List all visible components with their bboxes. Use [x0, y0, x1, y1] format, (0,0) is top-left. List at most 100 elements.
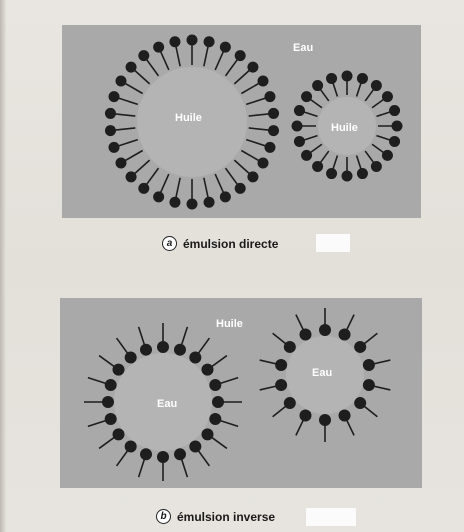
caption-text-b: émulsion inverse	[177, 510, 275, 524]
surfactant-head	[125, 440, 137, 452]
surfactant-head	[187, 35, 198, 46]
surfactant-head	[105, 108, 116, 119]
surfactant-head	[326, 73, 337, 84]
surfactant-head	[247, 171, 258, 182]
surfactant-head	[201, 428, 213, 440]
surfactant-head	[153, 42, 164, 53]
surfactant-head	[268, 108, 279, 119]
surfactant-head	[284, 341, 296, 353]
surfactant-head	[113, 364, 125, 376]
panel-inverse-emulsion: Huile Eau Eau	[60, 298, 422, 488]
surfactant-head	[138, 183, 149, 194]
surfactant-head	[169, 197, 180, 208]
surfactant-head	[292, 121, 303, 132]
figure-letter-badge-b: b	[156, 509, 171, 524]
surfactant-head	[105, 379, 117, 391]
surfactant-head	[294, 105, 305, 116]
surfactant-head	[363, 379, 375, 391]
surfactant-head	[247, 62, 258, 73]
surfactant-head	[174, 344, 186, 356]
surfactant-head	[342, 171, 353, 182]
surfactant-head	[109, 142, 120, 153]
surfactant-head	[125, 352, 137, 364]
surfactant-head	[212, 396, 224, 408]
surfactant-head	[140, 344, 152, 356]
surfactant-head	[294, 136, 305, 147]
surfactant-head	[319, 414, 331, 426]
surfactant-head	[115, 76, 126, 87]
surfactant-head	[187, 199, 198, 210]
surfactant-head	[301, 150, 312, 161]
surfactant-head	[284, 397, 296, 409]
surfactant-head	[153, 191, 164, 202]
caption-inverse-emulsion: b émulsion inverse	[156, 509, 275, 524]
whiteout-patch-b	[306, 508, 356, 526]
continuous-phase-label-water: Eau	[293, 42, 313, 54]
surfactant-head	[275, 379, 287, 391]
caption-direct-emulsion: a émulsion directe	[162, 236, 278, 251]
surfactant-head	[258, 158, 269, 169]
surfactant-head	[392, 121, 403, 132]
droplet-label-oil-small: Huile	[331, 122, 358, 134]
surfactant-head	[235, 50, 246, 61]
surfactant-head	[382, 150, 393, 161]
surfactant-head	[126, 171, 137, 182]
whiteout-patch-a	[316, 234, 350, 252]
surfactant-head	[105, 413, 117, 425]
surfactant-head	[220, 191, 231, 202]
surfactant-head	[354, 397, 366, 409]
surfactant-head	[204, 36, 215, 47]
surfactant-head	[258, 76, 269, 87]
surfactant-head	[138, 50, 149, 61]
surfactant-head	[209, 379, 221, 391]
surfactant-head	[201, 364, 213, 376]
panel-direct-emulsion: Eau Huile Huile	[62, 25, 421, 218]
surfactant-head	[339, 410, 351, 422]
droplet-label-water-large: Eau	[157, 398, 177, 410]
surfactant-head	[382, 91, 393, 102]
surfactant-head	[157, 341, 169, 353]
surfactant-head	[204, 197, 215, 208]
surfactant-head	[299, 410, 311, 422]
surfactant-head	[357, 168, 368, 179]
surfactant-head	[220, 42, 231, 53]
surfactant-head	[342, 71, 353, 82]
surfactant-head	[371, 80, 382, 91]
surfactant-head	[357, 73, 368, 84]
surfactant-head	[174, 448, 186, 460]
surfactant-head	[301, 91, 312, 102]
surfactant-head	[268, 125, 279, 136]
surfactant-head	[157, 451, 169, 463]
surfactant-head	[109, 91, 120, 102]
surfactant-head	[102, 396, 114, 408]
surfactant-head	[189, 352, 201, 364]
surfactant-head	[105, 125, 116, 136]
surfactant-head	[354, 341, 366, 353]
surfactant-head	[113, 428, 125, 440]
surfactant-head	[371, 161, 382, 172]
surfactant-head	[389, 105, 400, 116]
continuous-phase-label-oil: Huile	[216, 318, 243, 330]
page-binding-edge	[0, 0, 6, 532]
surfactant-head	[312, 161, 323, 172]
caption-text-a: émulsion directe	[183, 237, 278, 251]
surfactant-head	[126, 62, 137, 73]
surfactant-head	[209, 413, 221, 425]
surfactant-head	[235, 183, 246, 194]
surfactant-head	[389, 136, 400, 147]
surfactant-head	[264, 91, 275, 102]
figure-letter-badge-a: a	[162, 236, 177, 251]
droplet-label-water-small: Eau	[312, 367, 332, 379]
surfactant-head	[169, 36, 180, 47]
surfactant-head	[326, 168, 337, 179]
surfactant-head	[363, 359, 375, 371]
surfactant-head	[299, 328, 311, 340]
surfactant-head	[264, 142, 275, 153]
droplet-label-oil-large: Huile	[175, 112, 202, 124]
surfactant-head	[312, 80, 323, 91]
surfactant-head	[339, 328, 351, 340]
surfactant-head	[319, 324, 331, 336]
surfactant-head	[140, 448, 152, 460]
surfactant-head	[115, 158, 126, 169]
direct-emulsion-drawing	[62, 25, 421, 218]
